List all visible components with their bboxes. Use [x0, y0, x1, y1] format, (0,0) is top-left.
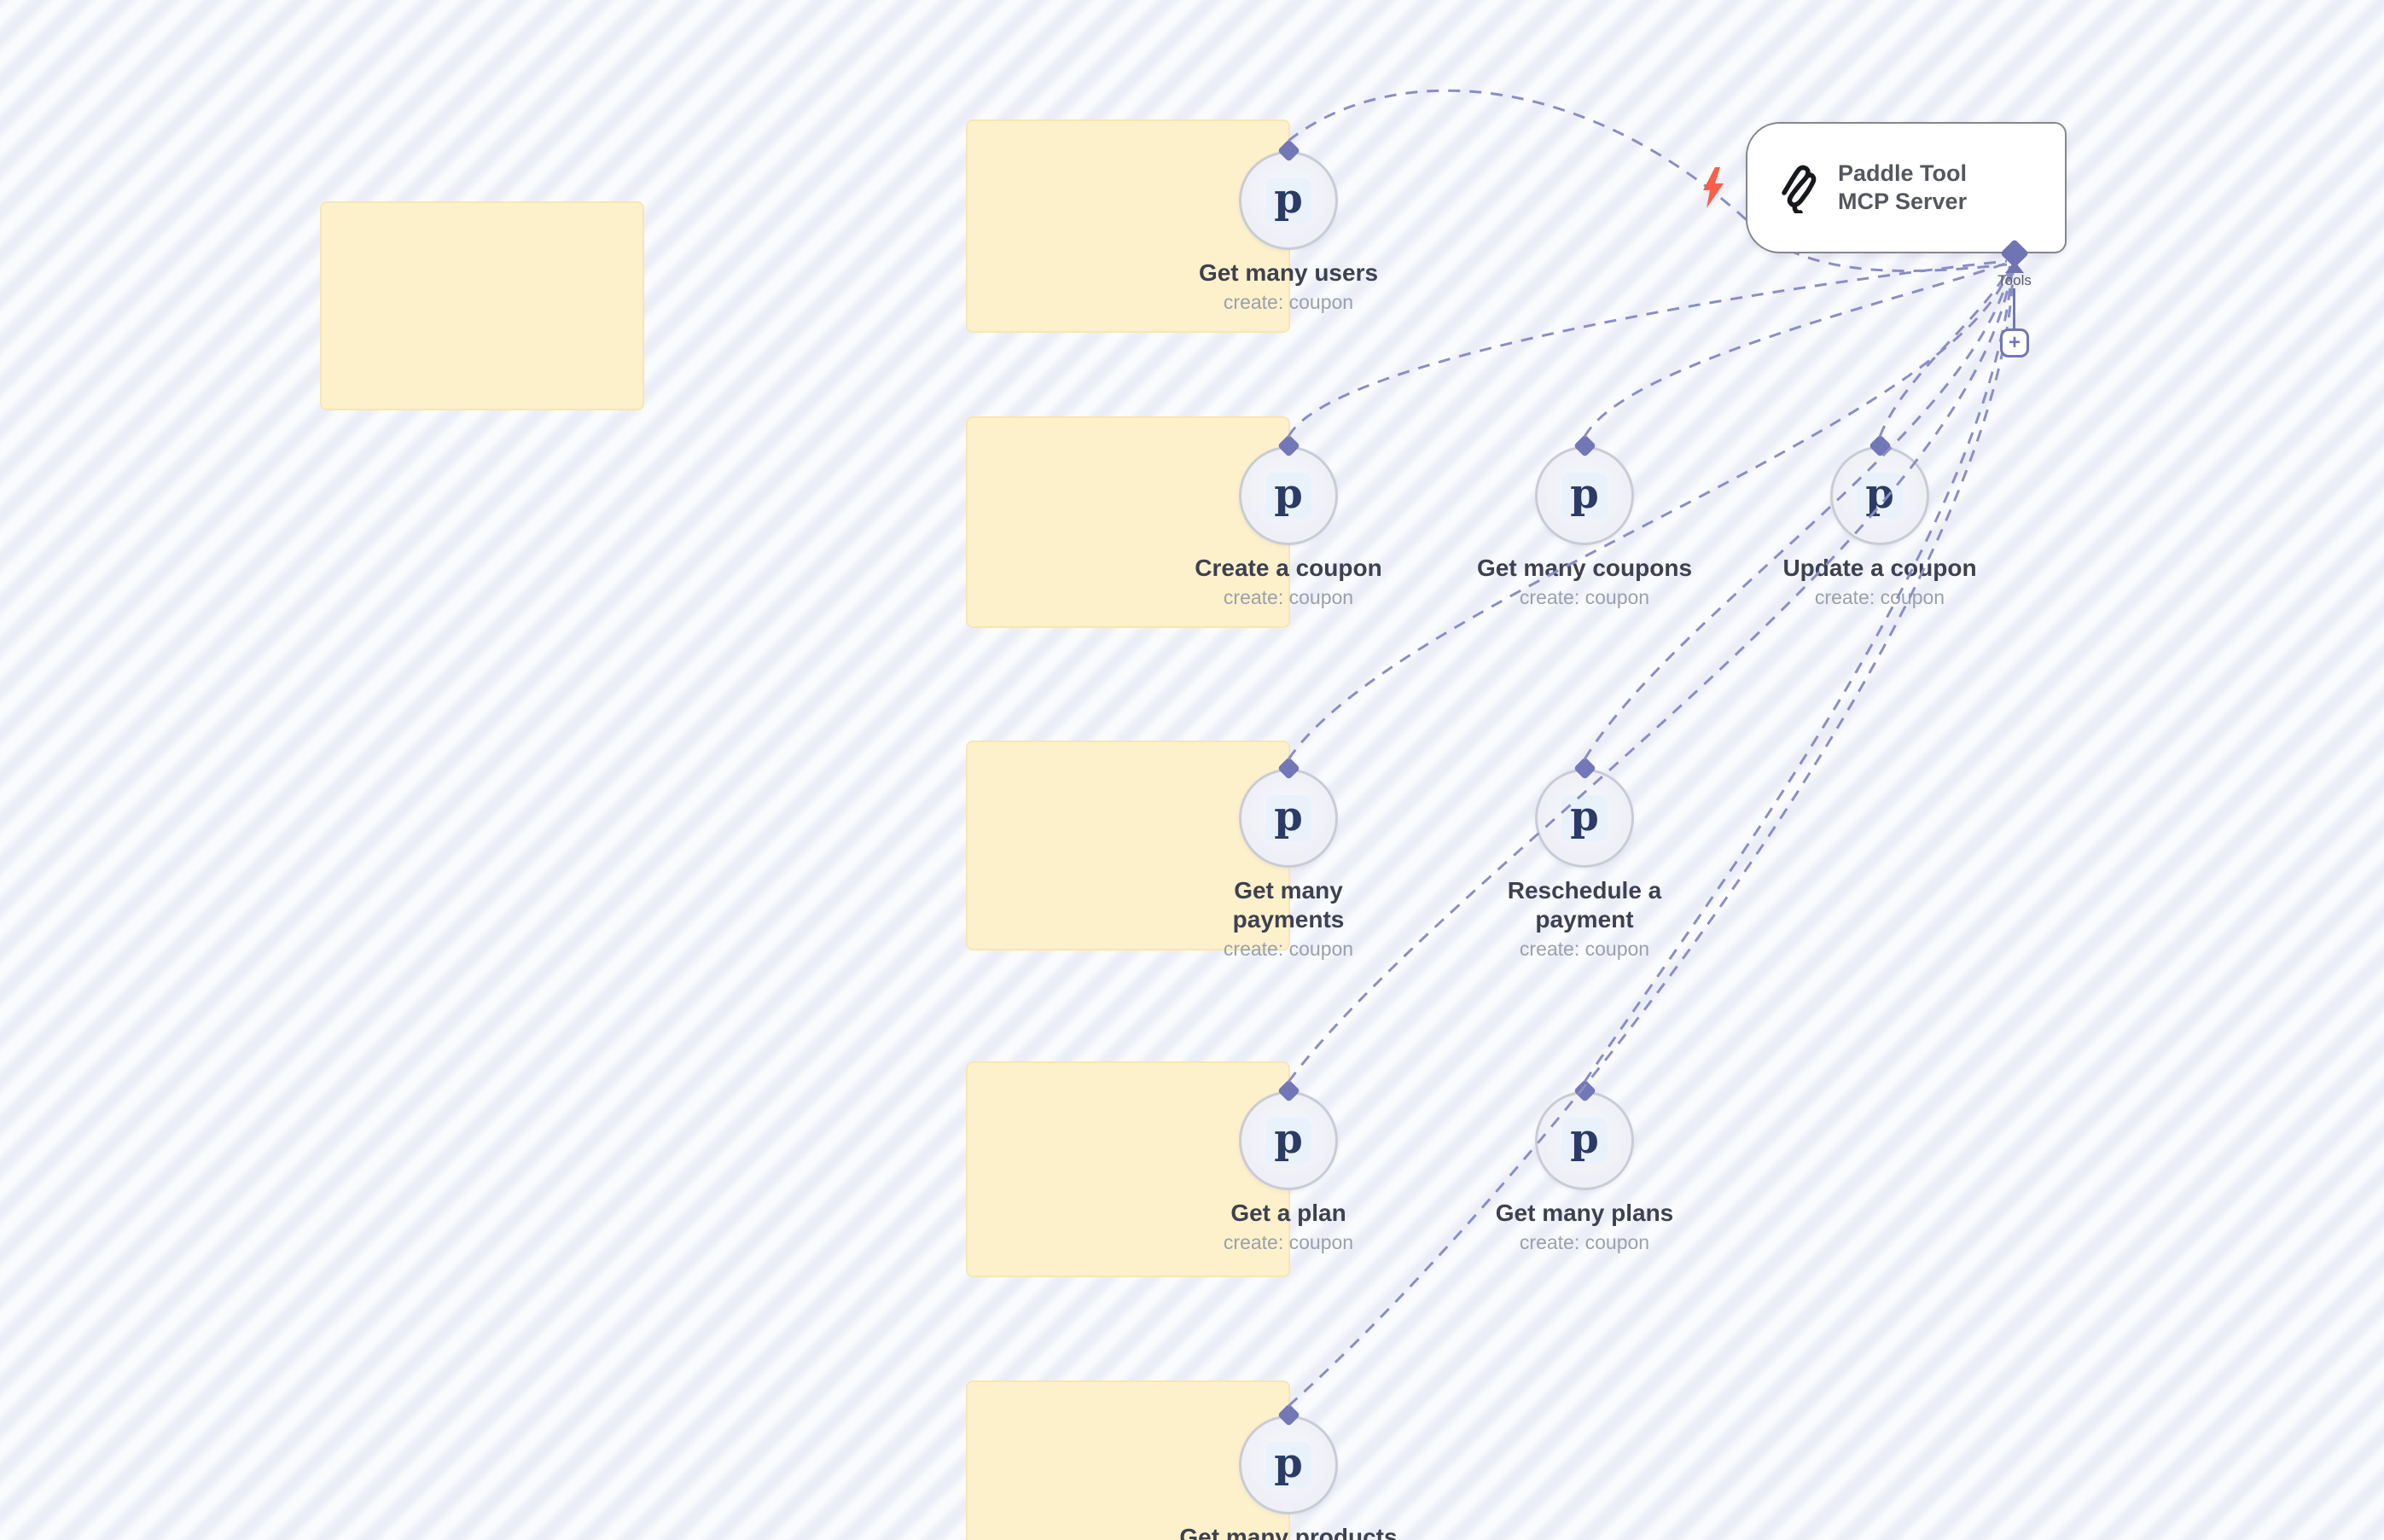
node-label-block: Get many coupons create: coupon	[1474, 554, 1695, 612]
paddle-tile: p	[1857, 473, 1903, 519]
node-sublabel: create: coupon	[1223, 291, 1354, 313]
paddle-p-glyph: p	[1865, 470, 1894, 518]
node-label-block: Update a coupon create: coupon	[1769, 554, 1991, 612]
sticky-note[interactable]	[966, 416, 1290, 628]
paddle-tile: p	[1265, 177, 1311, 224]
mcp-server-node[interactable]: Paddle Tool MCP Server	[1746, 122, 2067, 253]
node-circle[interactable]: p	[1535, 769, 1634, 868]
node-circle[interactable]: p	[1535, 446, 1634, 545]
paddle-tile: p	[1561, 473, 1608, 519]
node-label: Get a plan	[1230, 1200, 1346, 1226]
node-label-block: Get many users create: coupon	[1177, 259, 1399, 317]
paddle-p-glyph: p	[1274, 470, 1303, 518]
node-circle[interactable]: p	[1239, 1415, 1338, 1514]
node-circle[interactable]: p	[1239, 769, 1338, 868]
paddle-logo-icon	[1782, 165, 1817, 213]
paddle-tile: p	[1561, 1118, 1608, 1164]
node-label-block: Get many payments create: coupon	[1177, 876, 1399, 963]
paddle-p-glyph: p	[1570, 1115, 1599, 1163]
sticky-note[interactable]	[320, 201, 644, 410]
add-tool-button[interactable]: +	[2000, 328, 2029, 357]
node-circle[interactable]: p	[1830, 446, 1929, 545]
mcp-node-title: Paddle Tool MCP Server	[1838, 160, 1968, 214]
node-sublabel: create: coupon	[1223, 1231, 1354, 1253]
node-sublabel: create: coupon	[1519, 938, 1650, 960]
add-tool-connector-line	[2013, 288, 2015, 329]
node-label: Update a coupon	[1782, 555, 1977, 581]
node-label: Reschedule a payment	[1507, 877, 1662, 933]
sticky-note[interactable]	[966, 1380, 1290, 1540]
node-circle[interactable]: p	[1535, 1091, 1634, 1190]
node-label: Get many coupons	[1476, 555, 1693, 581]
node-sublabel: create: coupon	[1223, 938, 1354, 960]
paddle-p-glyph: p	[1274, 1439, 1303, 1487]
node-label-block: Create a coupon create: coupon	[1177, 554, 1399, 612]
paddle-p-glyph: p	[1570, 793, 1599, 840]
tools-port-label: Tools	[1997, 272, 2032, 288]
node-label: Get many payments	[1232, 877, 1345, 933]
node-sublabel: create: coupon	[1223, 586, 1354, 608]
paddle-p-glyph: p	[1274, 793, 1303, 840]
node-circle[interactable]: p	[1239, 151, 1338, 250]
paddle-tile: p	[1265, 1118, 1311, 1164]
node-circle[interactable]: p	[1239, 1091, 1338, 1190]
sticky-note[interactable]	[966, 119, 1290, 333]
paddle-tile: p	[1265, 473, 1311, 519]
paddle-tile: p	[1265, 1442, 1311, 1488]
node-sublabel: create: coupon	[1519, 586, 1650, 608]
node-label: Get many plans	[1495, 1200, 1674, 1226]
sticky-note[interactable]	[966, 1061, 1290, 1277]
paddle-tile: p	[1265, 795, 1311, 841]
node-label-block: Get a plan create: coupon	[1177, 1199, 1399, 1257]
paddle-p-glyph: p	[1570, 470, 1599, 518]
node-label-block: Reschedule a payment create: coupon	[1474, 876, 1695, 963]
node-sublabel: create: coupon	[1519, 1231, 1650, 1253]
node-label: Get many products	[1179, 1524, 1398, 1540]
paddle-p-glyph: p	[1274, 175, 1303, 223]
paddle-p-glyph: p	[1274, 1115, 1303, 1163]
node-sublabel: create: coupon	[1814, 586, 1945, 608]
node-label: Create a coupon	[1195, 555, 1382, 581]
trigger-bolt-icon	[1703, 167, 1724, 208]
sticky-note[interactable]	[966, 741, 1290, 950]
node-label-block: Get many plans create: coupon	[1474, 1199, 1695, 1257]
tools-port-arrow-icon	[2005, 261, 2024, 273]
paddle-tile: p	[1561, 795, 1608, 841]
node-circle[interactable]: p	[1239, 446, 1338, 545]
node-label: Get many users	[1198, 259, 1379, 286]
node-label-block: Get many productscreate: coupon	[1177, 1523, 1399, 1540]
